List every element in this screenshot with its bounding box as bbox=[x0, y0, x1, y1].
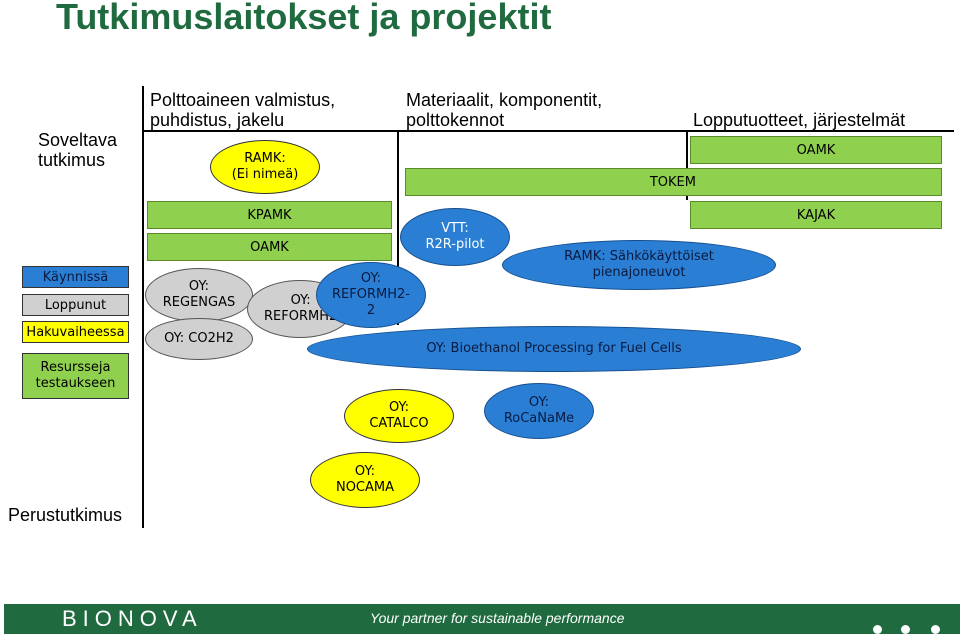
footer-dot-1 bbox=[873, 625, 882, 634]
footer-dot-2 bbox=[901, 625, 910, 634]
bar-oamk-top: OAMK bbox=[690, 136, 942, 164]
bar-kajak: KAJAK bbox=[690, 201, 942, 229]
column-header-fuel: Polttoaineen valmistus, puhdistus, jakel… bbox=[150, 90, 336, 130]
bar-tokem: TOKEM bbox=[405, 168, 942, 196]
oval-bioethanol: OY: Bioethanol Processing for Fuel Cells bbox=[307, 326, 801, 372]
oval-regengas: OY: REGENGAS bbox=[145, 268, 253, 322]
oval-nocama: OY: NOCAMA bbox=[310, 452, 420, 508]
legend-hakuvaiheessa: Hakuvaiheessa bbox=[22, 321, 129, 343]
oval-ramk-ei-nimea: RAMK: (Ei nimeä) bbox=[210, 140, 320, 194]
footer-tagline: Your partner for sustainable performance bbox=[370, 610, 625, 626]
grid-line-2 bbox=[397, 130, 399, 325]
oval-reformh2-2: OY: REFORMH2- 2 bbox=[316, 262, 426, 328]
axis-bottom-label: Perustutkimus bbox=[8, 505, 123, 525]
oval-rocaname: OY: RoCaNaMe bbox=[484, 383, 594, 439]
footer-dot-3 bbox=[931, 625, 940, 634]
oval-co2h2: OY: CO2H2 bbox=[145, 318, 253, 360]
legend-kaynnissa: Käynnissä bbox=[22, 266, 129, 288]
grid-line-top bbox=[142, 130, 954, 132]
legend-resursseja: Resursseja testaukseen bbox=[22, 353, 129, 399]
bar-kpamk: KPAMK bbox=[147, 201, 392, 229]
grid-line-1 bbox=[142, 86, 144, 528]
bar-oamk-left: OAMK bbox=[147, 233, 392, 261]
axis-top-label: Soveltava tutkimus bbox=[38, 130, 118, 170]
page-title: Tutkimuslaitokset ja projektit bbox=[56, 0, 552, 37]
oval-vtt-r2r-pilot: VTT: R2R-pilot bbox=[400, 208, 510, 266]
oval-catalco: OY: CATALCO bbox=[344, 389, 454, 443]
grid-line-3 bbox=[686, 130, 688, 200]
column-header-materials: Materiaalit, komponentit, polttokennot bbox=[406, 90, 603, 130]
oval-ramk-sahkokayttoiset: RAMK: Sähkökäyttöiset pienajoneuvot bbox=[502, 240, 776, 290]
footer-bar bbox=[4, 604, 960, 634]
column-header-products: Lopputuotteet, järjestelmät bbox=[693, 110, 906, 130]
footer-logo: BIONOVA bbox=[62, 606, 203, 631]
legend-loppunut: Loppunut bbox=[22, 294, 129, 316]
